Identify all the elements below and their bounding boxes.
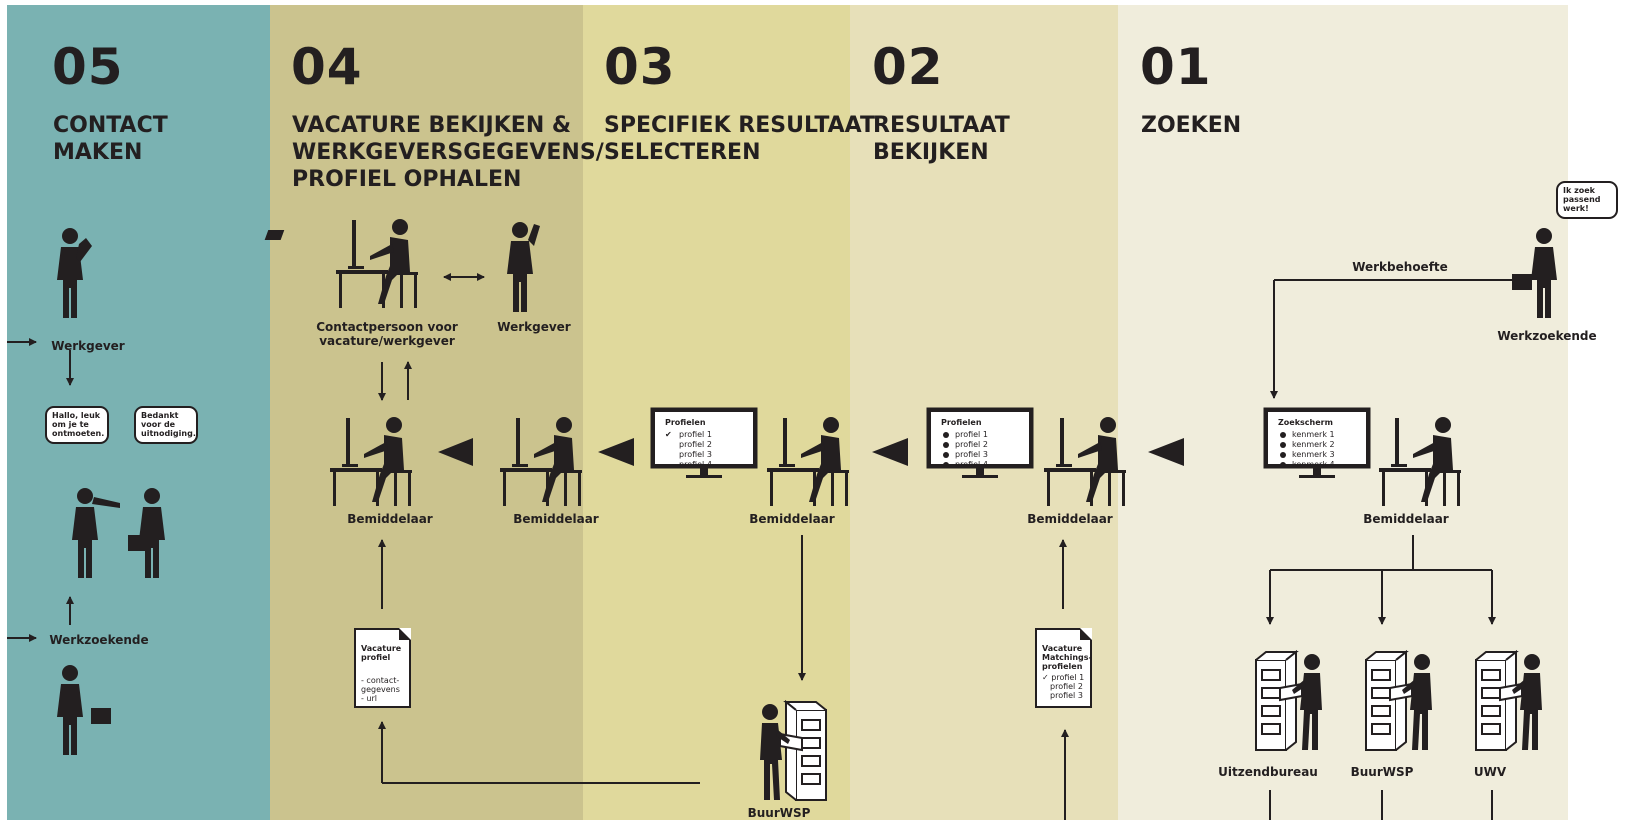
- label-buurwsp: BuurWSP: [1350, 765, 1414, 779]
- screen-heading: Profielen: [665, 418, 706, 427]
- list-item: kenmerk 3: [1278, 450, 1356, 460]
- document-heading: Vacature profiel: [361, 644, 402, 662]
- label-bemiddelaar-02: Bemiddelaar: [1027, 512, 1113, 526]
- label-contactpersoon: Contactpersoon voor vacature/werkgever: [316, 320, 458, 348]
- stage-03-number: 03: [604, 38, 676, 96]
- label-werkzoekende-01: Werkzoekende: [1497, 329, 1597, 343]
- label-werkbehoefte: Werkbehoefte: [1352, 260, 1448, 274]
- label-werkgever-04: Werkgever: [497, 320, 571, 334]
- list-item: profiel 1: [665, 430, 743, 440]
- stage-02-title: RESULTAAT BEKIJKEN: [873, 113, 1010, 165]
- document-item: profiel 3: [1050, 691, 1083, 700]
- document-body: - contact- gegevens - url: [361, 676, 400, 703]
- screen-heading: Profielen: [941, 418, 982, 427]
- stage-04-number: 04: [291, 38, 363, 96]
- label-bemiddelaar-01: Bemiddelaar: [1363, 512, 1449, 526]
- screen-zoekscherm: Zoekscherm kenmerk 1 kenmerk 2 kenmerk 3…: [1265, 409, 1369, 470]
- label-uwv: UWV: [1473, 765, 1507, 779]
- label-bemiddelaar-03: Bemiddelaar: [749, 512, 835, 526]
- list-item: profiel 1: [941, 430, 1019, 440]
- label-werkgever-05: Werkgever: [51, 339, 125, 353]
- speech-bubble-bedankt: Bedankt voor de uitnodiging.: [134, 406, 198, 444]
- list-item: profiel 4: [679, 460, 712, 469]
- screen-profielen-selected: Profielen profiel 1 profiel 2 profiel 3 …: [652, 409, 756, 469]
- list-item: profiel 3: [941, 450, 1019, 460]
- column-04: [270, 5, 583, 820]
- list-item: kenmerk 2: [1278, 440, 1356, 450]
- document-vacature-matching: Vacature Matchings- profielen ✓ profiel …: [1035, 628, 1092, 708]
- speech-bubble-ikzoek: Ik zoek passend werk!: [1556, 181, 1618, 219]
- document-item: ✓ profiel 1: [1042, 673, 1085, 682]
- stage-05-number: 05: [52, 38, 124, 96]
- label-bemiddelaar-04b: Bemiddelaar: [513, 512, 599, 526]
- label-uitzendbureau: Uitzendbureau: [1218, 765, 1318, 779]
- stage-05-title: CONTACT MAKEN: [53, 113, 168, 165]
- document-vacature-profiel: Vacature profiel - contact- gegevens - u…: [354, 628, 411, 708]
- document-item: profiel 2: [1050, 682, 1083, 691]
- list-item: kenmerk 1: [1278, 430, 1356, 440]
- stage-01-title: ZOEKEN: [1141, 113, 1242, 138]
- label-bemiddelaar-04a: Bemiddelaar: [347, 512, 433, 526]
- stage-02-number: 02: [872, 38, 944, 96]
- list-item: kenmerk 4: [1278, 460, 1356, 470]
- speech-bubble-hallo: Hallo, leuk om je te ontmoeten.: [45, 406, 109, 444]
- list-item: profiel 2: [941, 440, 1019, 450]
- list-item: profiel 2: [679, 440, 712, 449]
- stage-04-title: VACATURE BEKIJKEN & WERKGEVERSGEGEVENS/ …: [292, 113, 604, 192]
- stage-03-title: SPECIFIEK RESULTAAT SELECTEREN: [604, 113, 875, 165]
- screen-heading: Zoekscherm: [1278, 418, 1333, 427]
- screen-profielen: Profielen profiel 1 profiel 2 profiel 3 …: [928, 409, 1032, 470]
- label-buurwsp-03: BuurWSP: [747, 806, 811, 818]
- label-werkzoekende-05: Werkzoekende: [49, 633, 149, 647]
- stage-01-number: 01: [1140, 38, 1212, 96]
- document-heading: Vacature Matchings- profielen: [1042, 644, 1092, 671]
- list-item: profiel 4: [941, 460, 1019, 470]
- list-item: profiel 3: [679, 450, 712, 459]
